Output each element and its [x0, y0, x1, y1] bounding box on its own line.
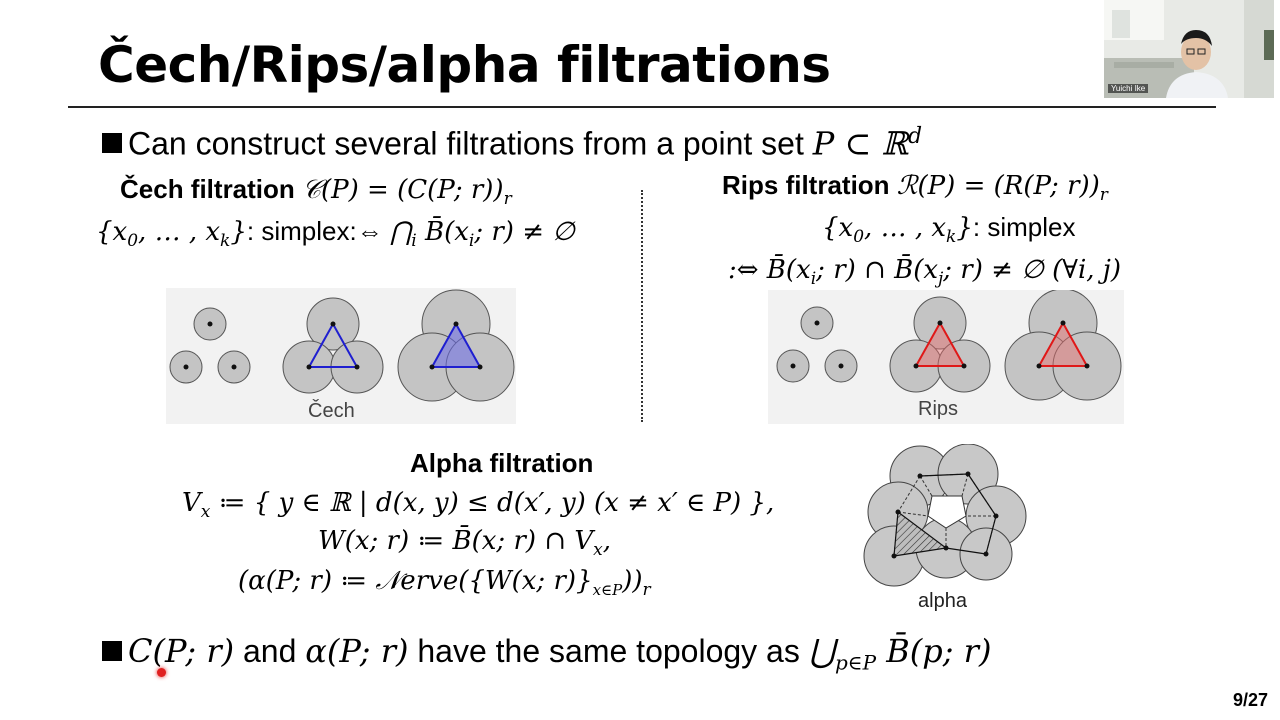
alpha-def-sub: x: [200, 502, 211, 523]
cech-figure-svg: [169, 289, 515, 402]
alpha-figure-label: alpha: [918, 590, 967, 612]
bullet1-sup: d: [908, 124, 923, 149]
cech-stage-3: [397, 289, 515, 402]
cech-definition: {x0, … , xk}: simplex:⇔ ⋂i B̄(xi; r) ≠ ∅: [96, 216, 575, 251]
alpha-def-sub: x∈P: [592, 581, 623, 600]
cech-def-part: }: [230, 217, 247, 247]
rips-def-part: , … , x: [864, 213, 947, 243]
cech-figure-label: Čech: [308, 400, 355, 422]
alpha-figure: alpha: [858, 443, 1030, 616]
cech-figure: Čech: [166, 288, 516, 424]
bullet2-math: B̄(p; r): [876, 632, 992, 670]
bullet2-math: α(P; r): [305, 632, 409, 670]
rips-def-part: }: [956, 213, 973, 243]
cech-def-part: B̄(x: [416, 217, 469, 247]
cech-def-sub: 0: [127, 231, 139, 252]
rips-stage-1: [776, 306, 858, 383]
rips-heading-sub: r: [1099, 185, 1108, 206]
bullet-square-icon: [102, 133, 122, 154]
laser-pointer-icon: [157, 668, 166, 677]
rips-figure-svg: [776, 288, 1122, 401]
bullet2-math: ⋃: [808, 632, 835, 670]
cech-def-sub: k: [220, 231, 231, 252]
rips-definition-line3: :⇔ B̄(xi; r) ∩ B̄(xj; r) ≠ ∅ (∀i, j): [728, 254, 1121, 289]
cech-stage-2: [282, 297, 384, 394]
alpha-def-part: V: [182, 488, 201, 518]
rips-def-sub: i: [810, 269, 817, 290]
column-divider: [641, 190, 643, 422]
slide-title: Čech/Rips/alpha filtrations: [98, 36, 831, 94]
rips-figure: Rips: [768, 288, 1124, 424]
rips-def-sub: 0: [853, 227, 865, 248]
alpha-solid-edges: [919, 473, 997, 555]
alpha-def-line1: Vx ≔ { y ∈ ℝ | d(x, y) ≤ d(x′, y) (x ≠ x…: [182, 488, 774, 522]
bullet2-math: C(P; r): [128, 632, 235, 670]
rips-figure-label: Rips: [918, 398, 959, 420]
alpha-def-part: (α(P; r) ≔ 𝒩erve({W(x; r)}: [238, 566, 593, 596]
rips-def-part: :⇔ B̄(x: [728, 255, 811, 285]
rips-def-sub: k: [946, 227, 957, 248]
cech-def-part: ; r) ≠ ∅: [474, 217, 575, 247]
cech-stage-1: [169, 307, 251, 384]
cech-heading: Čech filtration 𝒞(P) = (C(P; r))r: [120, 174, 512, 209]
rips-stage-3: [1004, 288, 1122, 401]
title-rule: [68, 106, 1216, 108]
alpha-def-part: ,: [602, 526, 611, 556]
rips-heading-math: ℛ(P) = (R(P; r)): [896, 171, 1100, 201]
cech-def-part: {x: [96, 217, 128, 247]
rips-heading: Rips filtration ℛ(P) = (R(P; r))r: [722, 170, 1108, 205]
alpha-heading: Alpha filtration: [410, 448, 594, 478]
cech-heading-math: 𝒞(P) = (C(P; r)): [302, 175, 504, 205]
webcam-overlay: Yuichi Ike: [1104, 0, 1274, 98]
alpha-def-part: ≔ { y ∈ ℝ | d(x, y) ≤ d(x′, y) (x ≠ x′ ∈…: [210, 488, 775, 518]
bullet2-sub: p∈P: [834, 650, 877, 675]
rips-def-part: {x: [822, 213, 854, 243]
bullet2-text: have the same topology as: [408, 633, 809, 669]
page-number: 9/27: [1232, 690, 1268, 710]
rips-def-sub: j: [938, 269, 944, 290]
bullet1-math: P ⊂ ℝ: [812, 124, 909, 163]
rips-heading-label: Rips filtration: [722, 170, 897, 200]
rips-def-part: ; r) ≠ ∅ (∀i, j): [943, 255, 1121, 285]
bullet2-text: and: [234, 633, 306, 669]
webcam-name-tag: Yuichi Ike: [1108, 84, 1149, 93]
cech-def-sub: i: [411, 231, 417, 252]
rips-definition-line2: {x0, … , xk}: simplex: [822, 212, 1075, 247]
cech-heading-label: Čech filtration: [120, 174, 303, 204]
alpha-def-line3: (α(P; r) ≔ 𝒩erve({W(x; r)}x∈P))r: [238, 566, 651, 600]
cech-def-sub: i: [468, 231, 475, 252]
rips-def-text: : simplex: [972, 212, 1076, 242]
alpha-def-sub: x: [593, 540, 603, 561]
alpha-def-part: W(x; r) ≔ B̄(x; r) ∩ V: [318, 526, 594, 556]
alpha-def-line2: W(x; r) ≔ B̄(x; r) ∩ Vx,: [318, 526, 611, 560]
alpha-figure-svg: [863, 443, 1027, 587]
alpha-def-sub: r: [642, 580, 651, 601]
bullet-square-icon: [102, 640, 122, 661]
alpha-def-part: )): [622, 566, 643, 596]
cech-heading-sub: r: [503, 189, 512, 210]
bullet1-text: Can construct several filtrations from a…: [128, 125, 813, 162]
cech-def-part: ⋂: [389, 217, 412, 247]
rips-def-part: ; r) ∩ B̄(x: [816, 255, 938, 285]
cech-def-text: : simplex:⇔: [246, 216, 390, 246]
alpha-points: [891, 471, 999, 559]
webcam-video-frame: [1104, 0, 1274, 98]
bullet-point-2: C(P; r) and α(P; r) have the same topolo…: [102, 632, 991, 674]
cech-def-part: , … , x: [138, 217, 221, 247]
bullet-point-1: Can construct several filtrations from a…: [102, 124, 922, 163]
rips-stage-2: [889, 296, 991, 393]
